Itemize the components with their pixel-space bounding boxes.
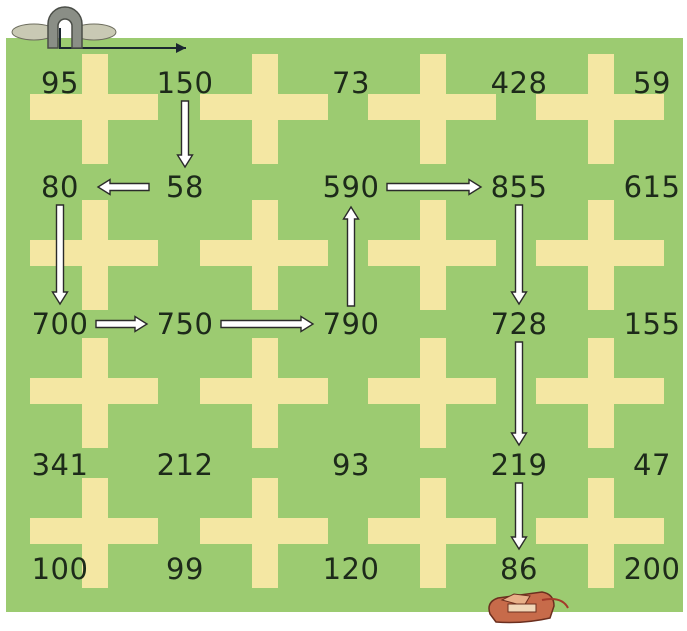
route-arrow (512, 342, 527, 445)
route-arrow (221, 317, 313, 332)
route-arrow (96, 317, 147, 332)
route-arrow (344, 207, 359, 306)
treasure-sack-exit-icon (484, 578, 570, 626)
route-arrow (53, 205, 68, 304)
route-arrow (387, 180, 481, 195)
start-arrowhead (176, 43, 186, 53)
route-arrow (98, 180, 149, 195)
route-arrow (178, 101, 193, 167)
route-arrow (512, 205, 527, 304)
stone-arch-entrance-icon (10, 6, 120, 50)
route-arrow (512, 483, 527, 549)
